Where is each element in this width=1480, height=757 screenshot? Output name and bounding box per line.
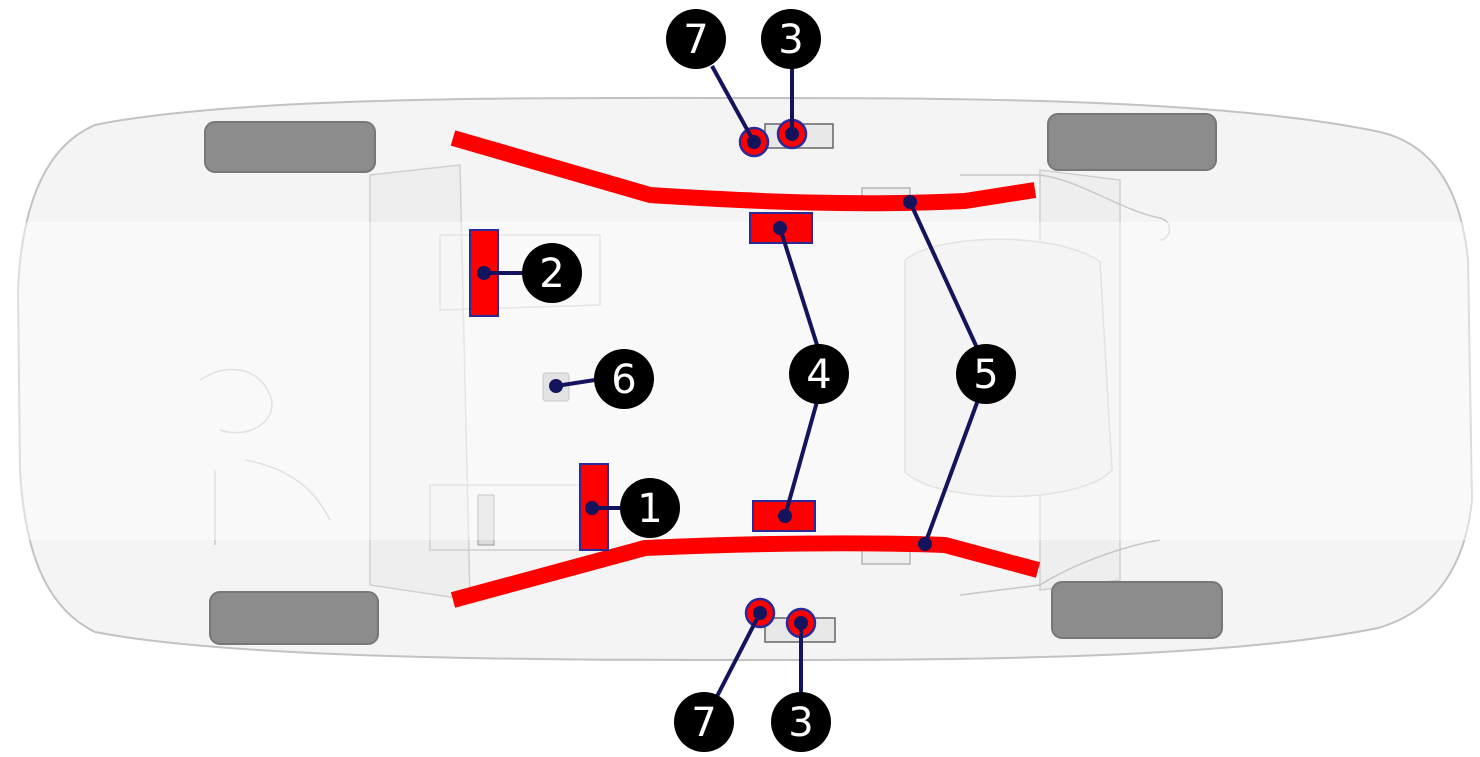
endpoint-2	[477, 266, 491, 280]
callout-3-bottom-label: 3	[788, 700, 813, 746]
tire-front-right	[209, 591, 379, 645]
callout-2-circle	[522, 243, 582, 303]
endpoint-7-bottom	[753, 606, 767, 620]
pillar-box-bottom	[861, 549, 911, 565]
leader-7-top	[710, 65, 756, 143]
callout-5-circle	[956, 344, 1016, 404]
callout-6: 6	[594, 349, 654, 409]
tire-rear-left	[1047, 113, 1217, 171]
callout-3-bottom-circle	[771, 692, 831, 752]
endpoint-1	[585, 501, 599, 515]
callout-3-top-label: 3	[778, 17, 803, 63]
endpoint-7-top	[747, 135, 761, 149]
callout-3-bottom: 3	[771, 692, 831, 752]
callout-7-top-circle	[666, 9, 726, 69]
callout-4-circle	[789, 344, 849, 404]
leader-5-bottom	[923, 399, 980, 545]
engine-wiring	[199, 368, 331, 545]
callout-7-bottom: 7	[674, 692, 734, 752]
endpoint-4-bottom	[778, 509, 792, 523]
tire-front-left	[204, 121, 376, 173]
callout-7-bottom-circle	[674, 692, 734, 752]
endpoint-3-bottom	[794, 616, 808, 630]
callout-1-label: 1	[637, 486, 662, 532]
front-left-seat	[439, 234, 601, 311]
leader-7-bottom	[710, 612, 762, 707]
car-body	[16, 96, 1474, 662]
callout-4: 4	[789, 344, 849, 404]
rear-wiring	[959, 174, 1171, 596]
tire-rear-right	[1051, 581, 1223, 639]
callouts: 1 2 3 3 4 5 6 7	[522, 9, 1016, 752]
callout-6-circle	[594, 349, 654, 409]
center-band	[0, 222, 1480, 540]
callout-1: 1	[620, 478, 680, 538]
leader-endpoints	[477, 127, 932, 630]
callout-3-top: 3	[761, 9, 821, 69]
endpoint-6	[549, 379, 563, 393]
front-battery	[477, 494, 495, 546]
callout-4-label: 4	[806, 352, 831, 398]
callout-2-label: 2	[539, 251, 564, 297]
callout-6-label: 6	[611, 357, 636, 403]
callout-2: 2	[522, 243, 582, 303]
callout-7-top: 7	[666, 9, 726, 69]
endpoint-3-top	[785, 127, 799, 141]
callout-5-label: 5	[973, 352, 998, 398]
endpoint-5-top	[903, 195, 917, 209]
callout-1-circle	[620, 478, 680, 538]
endpoint-5-bottom	[918, 537, 932, 551]
leader-4-top	[778, 227, 820, 349]
part-4-top-highlight	[749, 212, 813, 244]
endpoint-4-top	[773, 221, 787, 235]
leader-4-bottom	[783, 397, 820, 517]
callout-3-top-circle	[761, 9, 821, 69]
callout-7-top-label: 7	[683, 17, 708, 63]
callout-5: 5	[956, 344, 1016, 404]
leader-5-top	[908, 201, 980, 351]
callout-7-bottom-label: 7	[691, 700, 716, 746]
side-rail-left	[450, 130, 1037, 212]
